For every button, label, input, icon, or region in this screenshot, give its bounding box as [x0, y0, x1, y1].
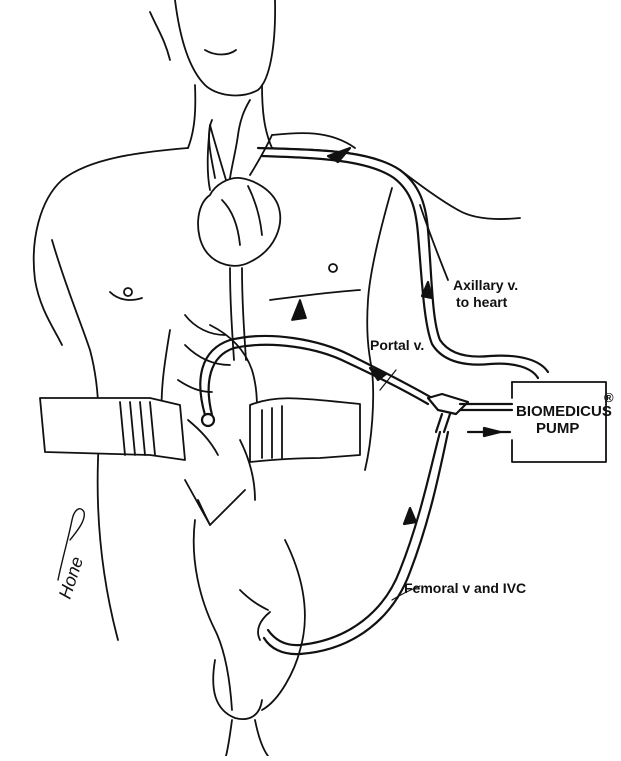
left-retractor — [40, 398, 185, 460]
heart — [198, 100, 355, 360]
torso-outline — [34, 148, 520, 640]
axillary-label-line1: Axillary v. — [453, 277, 518, 293]
pump-label-line2: PUMP — [536, 420, 579, 437]
right-retractor — [250, 398, 360, 462]
chest-markings — [110, 264, 360, 335]
pump-label-line1: BIOMEDICUS — [516, 403, 612, 420]
registered-mark: ® — [604, 390, 614, 405]
y-connector — [428, 394, 512, 432]
femoral-label: Femoral v and IVC — [404, 580, 526, 596]
label-leaders — [380, 370, 420, 600]
head-and-neck — [150, 0, 275, 148]
portal-label: Portal v. — [370, 337, 424, 353]
femoral-cannula — [264, 432, 448, 654]
pump-inflow-line — [468, 428, 510, 436]
lower-body — [194, 520, 305, 756]
artist-signature: Hone — [55, 554, 87, 601]
axillary-label-line2: to heart — [456, 294, 508, 310]
